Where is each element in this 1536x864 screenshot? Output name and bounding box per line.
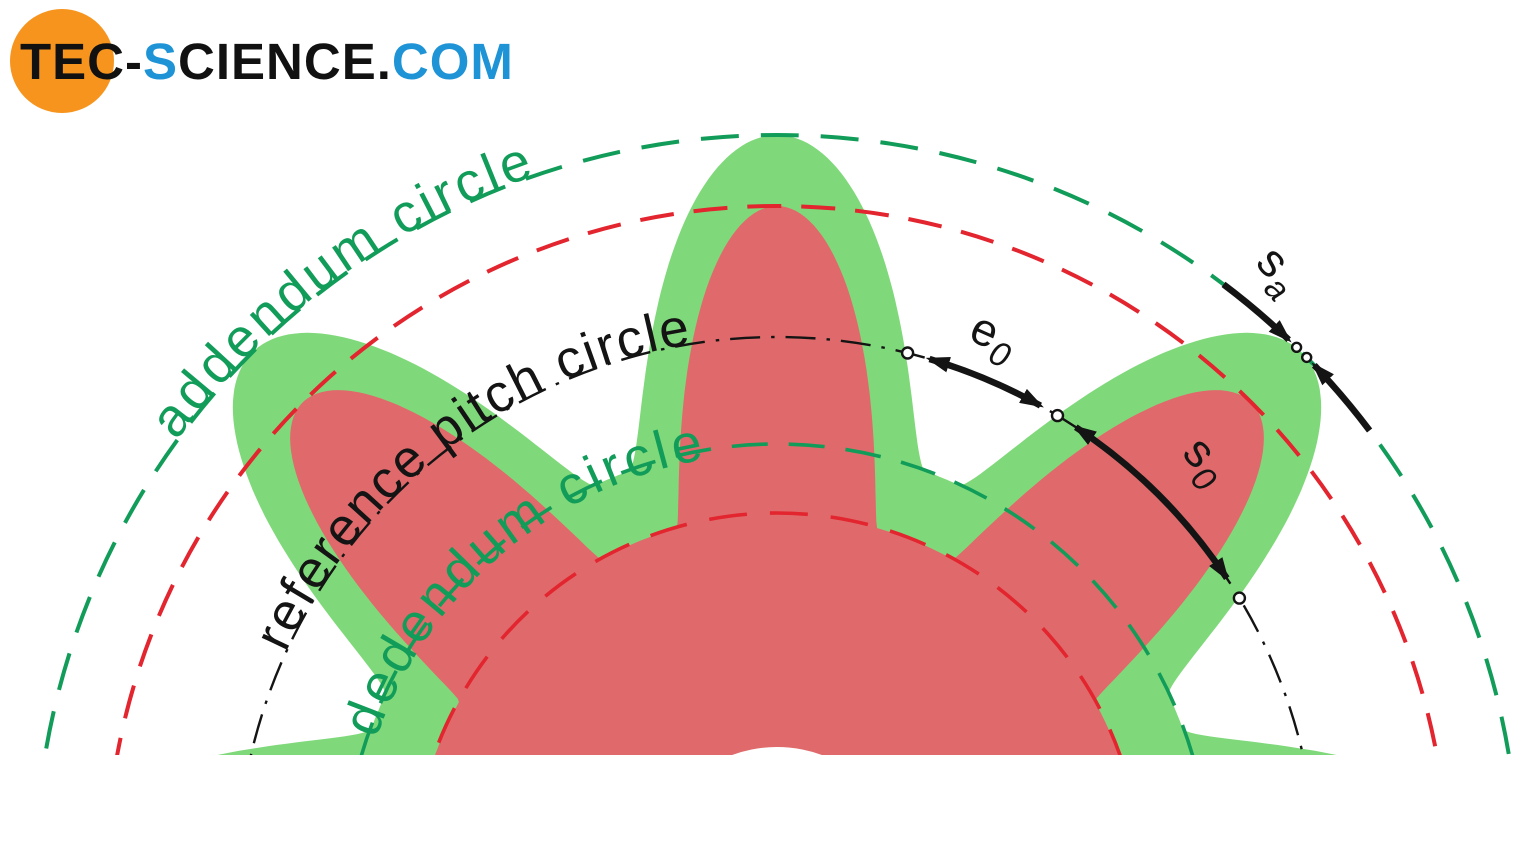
- tip-tooth-thickness-label: sa: [1240, 235, 1314, 309]
- measure-point-dot: [1290, 341, 1303, 353]
- addendum-circle-line: [43, 133, 1511, 755]
- tooth-space-width-arrow: [925, 355, 1044, 409]
- measure-point-dot: [900, 346, 915, 360]
- measure-endpoint-dots: [900, 341, 1313, 605]
- diagram-clipped-area: addendum circle reference pitch circle d…: [43, 129, 1511, 755]
- mating-dedendum-circle-line: [432, 511, 1122, 755]
- tooth-thickness-arrow: [1072, 424, 1230, 582]
- tip-thickness-upper-arrow: [1221, 281, 1292, 343]
- red-gear-profile: [290, 206, 1264, 755]
- tec-science-logo: TEC-SCIENCE.COM: [10, 9, 514, 113]
- mating-addendum-circle-line: [115, 204, 1439, 755]
- tip-thickness-lower-arrow: [1311, 362, 1373, 433]
- measure-point-dot: [1050, 408, 1065, 423]
- tooth-space-width-label: e0: [959, 301, 1026, 376]
- logo-orange-circle: [10, 9, 114, 113]
- gear-bore: [732, 747, 822, 755]
- logo-text: TEC-SCIENCE.COM: [20, 33, 514, 90]
- measure-point-dot: [1232, 591, 1247, 605]
- measure-point-dot: [1300, 351, 1313, 364]
